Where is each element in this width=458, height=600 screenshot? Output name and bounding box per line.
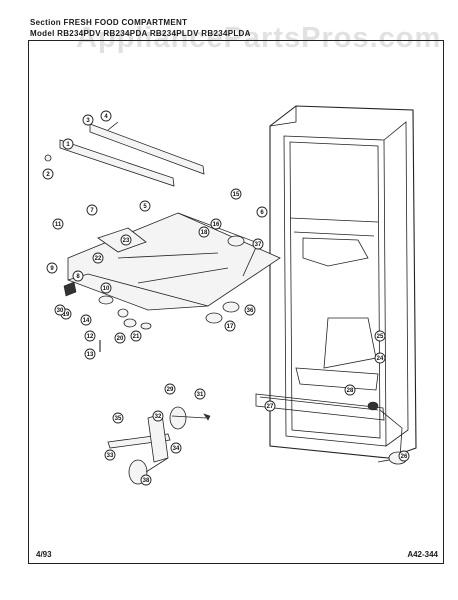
callout-20: 20 xyxy=(114,332,126,344)
callout-35: 35 xyxy=(112,412,124,424)
model-list: Model RB234PDV RB234PDA RB234PLDV RB234P… xyxy=(30,29,251,38)
callout-28: 28 xyxy=(344,384,356,396)
svg-text:21: 21 xyxy=(133,334,140,340)
svg-text:31: 31 xyxy=(197,392,204,398)
svg-text:32: 32 xyxy=(155,414,162,420)
watermark: AppliancePartsPros.com xyxy=(76,22,442,54)
callout-34: 34 xyxy=(170,442,182,454)
svg-text:38: 38 xyxy=(143,478,150,484)
svg-text:37: 37 xyxy=(255,242,262,248)
svg-text:26: 26 xyxy=(401,454,408,460)
callout-6: 6 xyxy=(256,206,268,218)
callout-22: 22 xyxy=(92,252,104,264)
svg-text:12: 12 xyxy=(87,334,94,340)
callout-5: 5 xyxy=(139,200,151,212)
svg-text:8: 8 xyxy=(76,274,80,280)
callout-29: 29 xyxy=(164,383,176,395)
crisper-cover-assembly xyxy=(67,212,281,311)
svg-text:13: 13 xyxy=(87,352,94,358)
svg-text:20: 20 xyxy=(117,336,124,342)
callout-3: 3 xyxy=(82,114,94,126)
callout-33: 33 xyxy=(104,449,116,461)
svg-text:29: 29 xyxy=(167,387,174,393)
callout-18: 18 xyxy=(198,226,210,238)
svg-text:18: 18 xyxy=(201,230,208,236)
svg-text:15: 15 xyxy=(233,192,240,198)
callout-27: 27 xyxy=(264,400,276,412)
callout-4: 4 xyxy=(100,110,112,122)
svg-text:11: 11 xyxy=(55,222,62,228)
revision-date: 4/93 xyxy=(36,550,52,559)
parts-diagram-sheet: AppliancePartsPros.com Section FRESH FOO… xyxy=(28,18,446,564)
svg-text:16: 16 xyxy=(213,222,220,228)
svg-text:7: 7 xyxy=(90,208,94,214)
callout-7: 7 xyxy=(86,204,98,216)
svg-text:30: 30 xyxy=(57,308,64,314)
svg-text:6: 6 xyxy=(260,210,264,216)
svg-text:14: 14 xyxy=(83,318,90,324)
callout-36: 36 xyxy=(244,304,256,316)
svg-text:28: 28 xyxy=(347,388,354,394)
svg-text:25: 25 xyxy=(377,334,384,340)
svg-text:2: 2 xyxy=(46,172,50,178)
callout-25: 25 xyxy=(374,330,386,342)
callout-12: 12 xyxy=(84,330,96,342)
roller-assembly-upper xyxy=(169,406,211,430)
svg-text:4: 4 xyxy=(104,114,108,120)
svg-text:27: 27 xyxy=(267,404,274,410)
svg-text:19: 19 xyxy=(63,312,70,318)
callout-23: 23 xyxy=(120,234,132,246)
svg-text:17: 17 xyxy=(227,324,234,330)
callout-21: 21 xyxy=(130,330,142,342)
callout-1: 1 xyxy=(62,138,74,150)
callout-38: 38 xyxy=(140,474,152,486)
svg-text:35: 35 xyxy=(115,416,122,422)
callout-30: 30 xyxy=(54,304,66,316)
callout-9: 9 xyxy=(46,262,58,274)
svg-text:34: 34 xyxy=(173,446,180,452)
callout-17: 17 xyxy=(224,320,236,332)
callout-10: 10 xyxy=(100,282,112,294)
drawing-code: A42-344 xyxy=(407,550,438,559)
callout-16: 16 xyxy=(210,218,222,230)
svg-text:3: 3 xyxy=(86,118,90,124)
svg-text:9: 9 xyxy=(50,266,54,272)
svg-text:33: 33 xyxy=(107,453,114,459)
callout-26: 26 xyxy=(398,450,410,462)
top-rails xyxy=(59,121,205,187)
callout-15: 15 xyxy=(230,188,242,200)
section-title: Section FRESH FOOD COMPARTMENT xyxy=(30,18,188,27)
refrigerator-cabinet xyxy=(255,105,417,465)
exploded-view-drawing: 1 2 3 4 5 6 7 8 9 10 11 12 13 14 15 16 1… xyxy=(42,105,417,486)
svg-text:22: 22 xyxy=(95,256,102,262)
callout-14: 14 xyxy=(80,314,92,326)
callout-11: 11 xyxy=(52,218,64,230)
svg-text:5: 5 xyxy=(143,204,147,210)
diagram-frame xyxy=(28,40,444,564)
callout-31: 31 xyxy=(194,388,206,400)
callout-32: 32 xyxy=(152,410,164,422)
svg-text:10: 10 xyxy=(103,286,110,292)
small-parts xyxy=(44,154,240,352)
callout-8: 8 xyxy=(72,270,84,282)
callout-13: 13 xyxy=(84,348,96,360)
roller-assembly-lower xyxy=(107,413,171,485)
svg-text:24: 24 xyxy=(377,356,384,362)
callout-2: 2 xyxy=(42,168,54,180)
svg-text:36: 36 xyxy=(247,308,254,314)
svg-text:1: 1 xyxy=(66,142,70,148)
svg-text:23: 23 xyxy=(123,238,130,244)
callout-24: 24 xyxy=(374,352,386,364)
callout-37: 37 xyxy=(252,238,264,250)
